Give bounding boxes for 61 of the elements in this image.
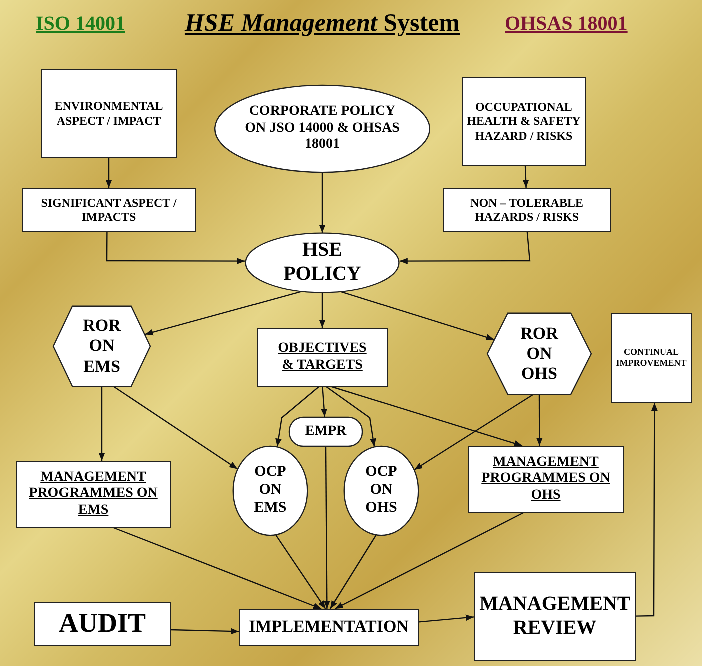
standard-label: ISO 14001 [36, 13, 126, 36]
node-label: OCCUPATIONAL HEALTH & SAFETY HAZARD / RISKS [466, 100, 582, 143]
node-label: MANAGEMENT REVIEW [480, 592, 630, 640]
arrow [324, 447, 330, 609]
arrow [276, 535, 326, 610]
node-label: OCP ON OHS [364, 464, 398, 518]
arrow [536, 395, 543, 446]
process-box [257, 328, 388, 387]
node-label: ENVIRONMENTAL ASPECT / IMPACT [54, 99, 164, 128]
arrow [319, 292, 326, 328]
arrow [170, 628, 240, 635]
node-label: NON – TOLERABLE HAZARDS / RISKS [470, 196, 584, 224]
arrow [276, 386, 320, 447]
arrow [332, 386, 523, 447]
node-label: OCP ON EMS [253, 464, 288, 518]
arrow [106, 232, 246, 264]
arrow [522, 166, 530, 188]
process-box [462, 77, 586, 166]
process-box [34, 602, 171, 646]
node-label: MANAGEMENT PROGRAMMES ON OHS [480, 454, 612, 504]
node-label: MANAGEMENT PROGRAMMES ON EMS [28, 470, 159, 520]
node-label: IMPLEMENTATION [249, 617, 409, 638]
node-label: OBJECTIVES & TARGETS [277, 340, 368, 374]
standard-label: OHSAS 18001 [505, 13, 628, 36]
node-label: ROR ON EMS [82, 316, 122, 377]
node-label: EMPR [305, 424, 347, 440]
process-box [611, 313, 692, 403]
process-box [443, 188, 611, 232]
arrow [321, 386, 328, 418]
arrow [319, 173, 326, 233]
node-label: ROR ON OHS [520, 324, 560, 384]
diagram-title: HSE Management System [184, 10, 462, 38]
node-label: AUDIT [58, 608, 146, 640]
hexagon-node [487, 313, 592, 395]
ellipse-node [245, 233, 400, 293]
ellipse-node [344, 446, 419, 536]
arrow [636, 403, 658, 617]
arrow [330, 535, 377, 610]
node-label: CONTINUAL IMPROVEMENT [615, 347, 688, 369]
process-box [41, 69, 177, 158]
arrow [334, 512, 524, 610]
process-box [468, 446, 624, 513]
ellipse-node [214, 85, 431, 173]
hexagon-node [53, 306, 151, 387]
node-label: HSE POLICY [282, 239, 362, 287]
arrow [98, 387, 106, 461]
node-label: SIGNIFICANT ASPECT / IMPACTS [40, 196, 178, 224]
node-label: CORPORATE POLICY ON JSO 14000 & OHSAS 18001 [244, 104, 401, 154]
ellipse-node [233, 446, 308, 536]
arrow [114, 386, 238, 470]
arrow [414, 394, 534, 470]
arrow [400, 232, 531, 264]
rounded-box [289, 417, 363, 447]
process-box [16, 461, 171, 528]
arrow [326, 386, 376, 447]
process-box [239, 609, 419, 646]
arrow [114, 527, 322, 610]
arrow [106, 158, 112, 188]
process-box [474, 572, 636, 661]
process-box [22, 188, 196, 232]
arrow [418, 614, 474, 623]
